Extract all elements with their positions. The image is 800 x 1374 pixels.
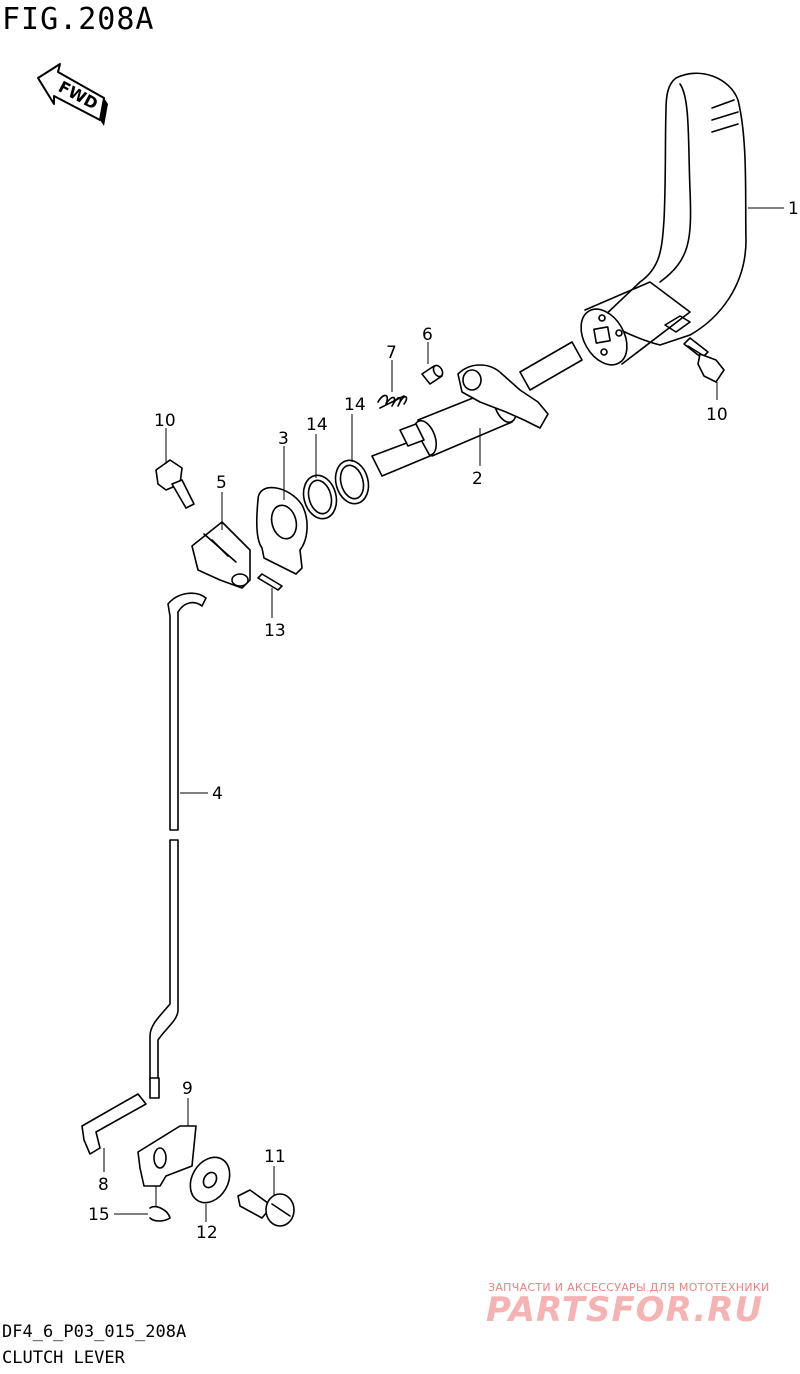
clutch-rod xyxy=(149,592,207,1099)
bolt-left xyxy=(155,459,195,509)
figure-title: FIG.208A xyxy=(2,2,155,37)
clutch-lever-handle xyxy=(580,72,747,366)
callout-4: 4 xyxy=(212,784,223,804)
stopper-plate xyxy=(256,486,308,575)
o-ring-outer xyxy=(334,459,370,505)
pin xyxy=(421,364,444,385)
callout-14-inner: 14 xyxy=(306,415,328,435)
figure-code: DF4_6_P03_015_208A xyxy=(2,1322,187,1342)
e-clip xyxy=(149,1205,171,1222)
clutch-shaft xyxy=(371,341,583,477)
callout-10-right: 10 xyxy=(706,405,728,425)
callout-14-outer: 14 xyxy=(344,395,366,415)
callout-7: 7 xyxy=(386,343,397,363)
callout-9: 9 xyxy=(182,1079,193,1099)
clip xyxy=(257,573,283,591)
o-ring-inner xyxy=(302,474,338,520)
callout-15: 15 xyxy=(88,1205,110,1225)
spring xyxy=(377,394,408,409)
washer xyxy=(189,1156,231,1204)
callout-12: 12 xyxy=(196,1223,218,1243)
watermark-tagline: ЗАПЧАСТИ И АКСЕССУАРЫ ДЛЯ МОТОТЕХНИКИ xyxy=(488,1281,770,1294)
callout-3: 3 xyxy=(278,429,289,449)
bolt-right xyxy=(683,337,725,383)
callout-6: 6 xyxy=(422,325,433,345)
callout-5: 5 xyxy=(216,473,227,493)
callout-2: 2 xyxy=(472,469,483,489)
rod-holder xyxy=(137,1125,197,1187)
retainer-plate xyxy=(81,1093,147,1155)
figure-name: CLUTCH LEVER xyxy=(2,1348,125,1368)
callout-8: 8 xyxy=(98,1175,109,1195)
callout-11: 11 xyxy=(264,1147,286,1167)
callout-1: 1 xyxy=(788,199,799,219)
bolt-bottom xyxy=(237,1189,295,1227)
rod-joint xyxy=(191,521,251,589)
watermark-brand: PARTSFOR.RU xyxy=(486,1290,764,1330)
callout-13: 13 xyxy=(264,621,286,641)
callout-10-left: 10 xyxy=(154,411,176,431)
fwd-arrow-icon: FWD xyxy=(37,63,108,126)
